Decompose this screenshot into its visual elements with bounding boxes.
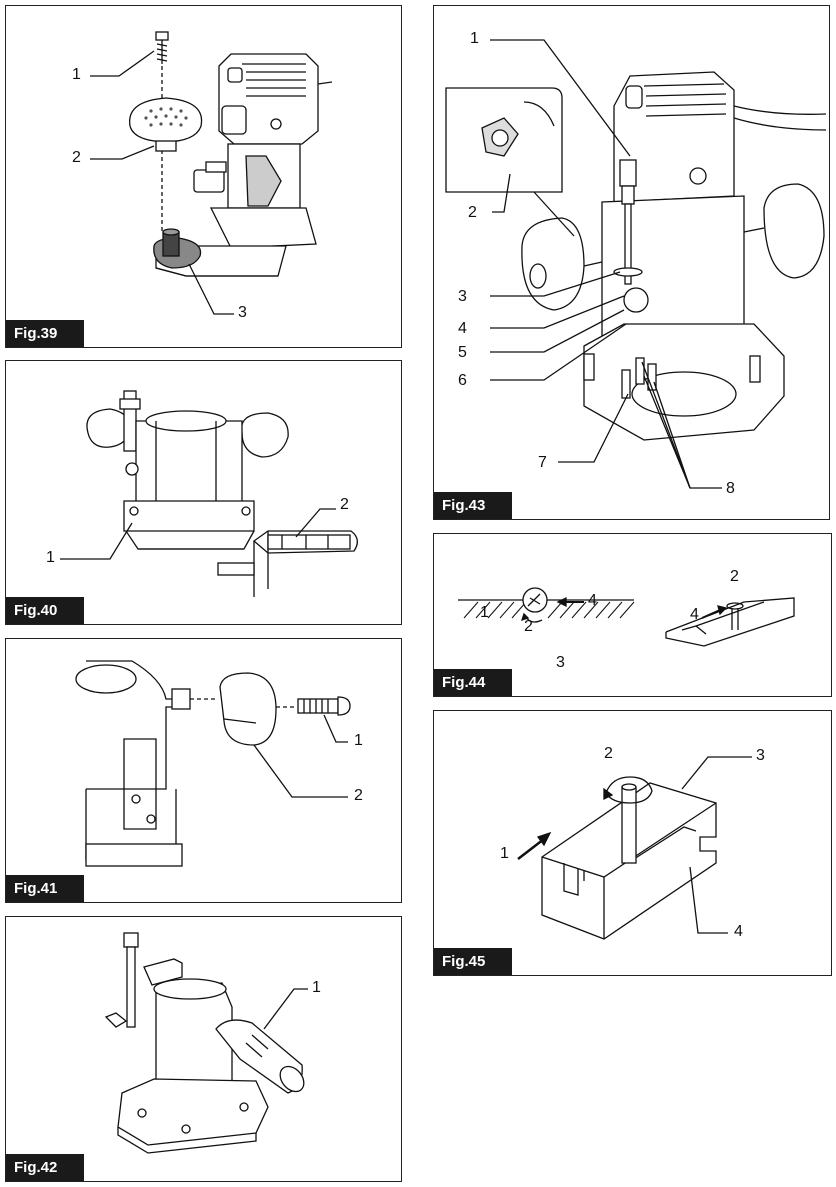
callout-6: 6 [458,372,467,389]
plunge-base-with-handle-illustration [104,932,308,1154]
figure-tag: Fig.42 [6,1154,84,1181]
figure-tag: Fig.43 [434,492,512,519]
figure-39-panel: 1 2 3 Fig.39 [5,5,402,348]
callout-1: 1 [354,732,363,749]
figure-tag: Fig.41 [6,875,84,902]
callout-4-right: 4 [690,606,699,623]
figure-tag: Fig.44 [434,669,512,696]
bit-rotation-direction-illustration [458,587,795,647]
figure-tag: Fig.40 [6,597,84,624]
callout-2: 2 [604,745,613,762]
callout-3: 3 [238,304,247,321]
callout-2: 2 [354,787,363,804]
router-trimmer-illustration [90,31,333,315]
callout-4: 4 [734,923,743,940]
grooving-workpiece-illustration [517,756,752,940]
callout-1: 1 [46,549,55,566]
figure-40-panel: 1 2 Fig.40 [5,360,402,625]
callout-2: 2 [72,149,81,166]
callout-3: 3 [556,654,565,671]
callout-2: 2 [340,496,349,513]
callout-1: 1 [500,845,509,862]
guide-rod-adjustment-illustration [445,39,827,489]
callout-3: 3 [458,288,467,305]
callout-3: 3 [756,747,765,764]
callout-4: 4 [458,320,467,337]
callout-2-right: 2 [730,568,739,585]
callout-1: 1 [312,979,321,996]
callout-1-left: 1 [480,604,489,621]
callout-8: 8 [726,480,735,497]
callout-2-left: 2 [524,618,533,635]
callout-5: 5 [458,344,467,361]
figure-42-panel: 1 Fig.42 [5,916,402,1182]
callout-1: 1 [72,66,81,83]
figure-44-panel: 1 2 3 4 2 4 Fig.44 [433,533,832,697]
callout-7: 7 [538,454,547,471]
figure-45-panel: 1 2 3 4 Fig.45 [433,710,832,976]
callout-1: 1 [470,30,479,47]
figure-tag: Fig.45 [434,948,512,975]
plunge-base-handle-illustration [60,390,358,597]
figure-41-panel: 1 2 Fig.41 [5,638,402,903]
figure-tag: Fig.39 [6,320,84,347]
figure-43-panel: 1 2 3 4 5 6 7 8 Fig.43 [433,5,830,520]
knob-attachment-illustration [75,660,351,867]
callout-4-left: 4 [588,592,597,609]
callout-2: 2 [468,204,477,221]
